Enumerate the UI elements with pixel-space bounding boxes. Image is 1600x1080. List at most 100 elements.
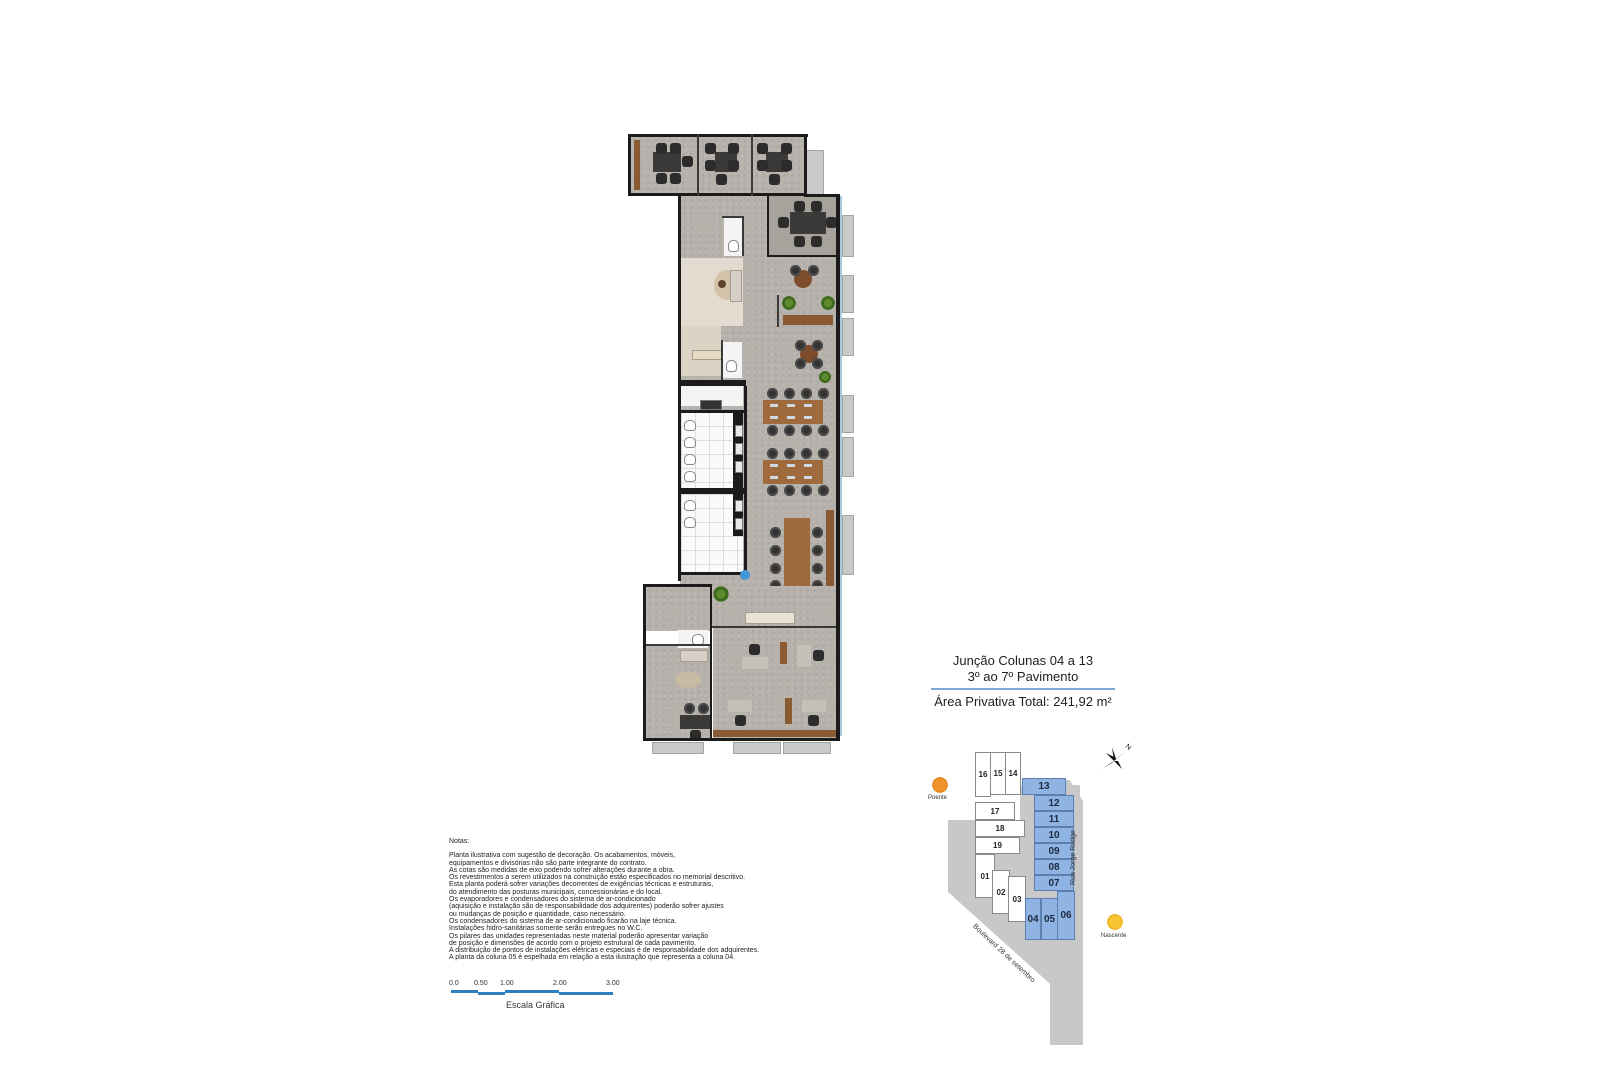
toilet <box>684 454 696 465</box>
balcony-top-right <box>806 150 824 196</box>
scale-bar <box>478 992 505 995</box>
scale-tick: 3.00 <box>606 980 620 987</box>
key-unit: 19 <box>975 837 1020 854</box>
sink <box>735 443 743 455</box>
key-unit-selected: 08 <box>1034 859 1074 875</box>
chair <box>705 143 716 154</box>
chair <box>801 448 812 459</box>
plant <box>820 295 836 311</box>
chair <box>784 448 795 459</box>
plant <box>712 585 730 603</box>
scale-bar <box>559 992 613 995</box>
chair <box>778 217 789 228</box>
chair <box>757 143 768 154</box>
wall <box>646 644 710 646</box>
laptop <box>804 476 812 479</box>
wall <box>628 134 631 196</box>
toilet <box>684 517 696 528</box>
note-line: ou mudanças de posição e quantidade, cas… <box>449 910 626 918</box>
sink <box>735 461 743 473</box>
chair <box>812 545 823 556</box>
chair <box>735 715 746 726</box>
key-plan: 16 15 14 17 18 19 01 02 03 13 12 11 10 0… <box>927 740 1160 1045</box>
note-line: equipamentos e divisórias não são parte … <box>449 859 647 867</box>
laptop <box>804 464 812 467</box>
chair <box>716 174 727 185</box>
toilet <box>684 471 696 482</box>
scale-bar <box>505 990 559 993</box>
laptop <box>787 476 795 479</box>
divider <box>777 295 779 327</box>
chair <box>790 265 801 276</box>
title-line-2: 3º ao 7º Pavimento <box>967 669 1079 684</box>
wall <box>733 494 743 536</box>
chair <box>818 388 829 399</box>
workstation-bench-vertical <box>784 518 810 592</box>
side-cabinet <box>826 510 834 610</box>
wall <box>767 196 769 256</box>
chair <box>728 143 739 154</box>
note-line: Os evaporadores e condensadores do siste… <box>449 896 656 904</box>
key-unit: 03 <box>1008 876 1026 922</box>
chair <box>812 340 823 351</box>
shelf <box>785 698 792 724</box>
wall <box>804 134 807 196</box>
laptop <box>787 464 795 467</box>
title-line-1: Junção Colunas 04 a 13 <box>952 653 1094 668</box>
chair <box>808 265 819 276</box>
chair <box>728 160 739 171</box>
wall <box>628 134 808 137</box>
chair <box>818 425 829 436</box>
chair <box>795 340 806 351</box>
wall <box>643 584 711 587</box>
sink <box>735 518 743 530</box>
meeting-table <box>790 212 826 234</box>
wall <box>628 193 806 196</box>
sofa <box>745 612 795 624</box>
toilet <box>684 420 696 431</box>
wall <box>710 584 712 740</box>
laptop <box>770 416 778 419</box>
chair <box>812 358 823 369</box>
toilet <box>728 240 739 252</box>
chair <box>682 156 693 167</box>
graphic-scale: 0.0 0.50 1.00 2.00 3.00 Escala Gráfica <box>449 980 629 1020</box>
armchairs <box>730 270 742 302</box>
scale-tick: 0.0 <box>449 980 459 987</box>
key-unit: 18 <box>975 820 1025 837</box>
chair <box>811 201 822 212</box>
chair <box>781 160 792 171</box>
wall <box>767 255 837 257</box>
desk <box>680 715 710 729</box>
title-block: Junção Colunas 04 a 13 3º ao 7º Paviment… <box>928 653 1118 709</box>
desk <box>653 152 681 172</box>
chair <box>690 730 701 741</box>
chair <box>795 358 806 369</box>
laptop <box>770 404 778 407</box>
wall <box>678 572 746 575</box>
note-line: A planta da coluna 05 é espelhada em rel… <box>449 954 736 962</box>
key-unit-selected: 12 <box>1034 795 1074 811</box>
street-label-east: Rua Jorge Rudge <box>1070 830 1077 885</box>
scale-label: Escala Gráfica <box>506 1000 565 1010</box>
chair <box>767 388 778 399</box>
wall <box>697 134 699 196</box>
condenser-balcony <box>842 318 854 356</box>
wall <box>721 340 723 380</box>
chair <box>656 143 667 154</box>
title-divider <box>931 688 1115 690</box>
sun-west-label: Poente <box>928 795 948 801</box>
laptop <box>787 416 795 419</box>
wall <box>712 626 836 628</box>
office-bottom-right <box>713 628 836 738</box>
chair <box>767 485 778 496</box>
key-unit-selected: 13 <box>1022 778 1066 795</box>
wc-office-entry <box>645 586 711 631</box>
desk <box>797 645 811 667</box>
key-unit-selected: 11 <box>1034 811 1074 827</box>
coffee-table <box>718 280 726 288</box>
chair <box>801 485 812 496</box>
chair <box>784 425 795 436</box>
chair <box>784 485 795 496</box>
